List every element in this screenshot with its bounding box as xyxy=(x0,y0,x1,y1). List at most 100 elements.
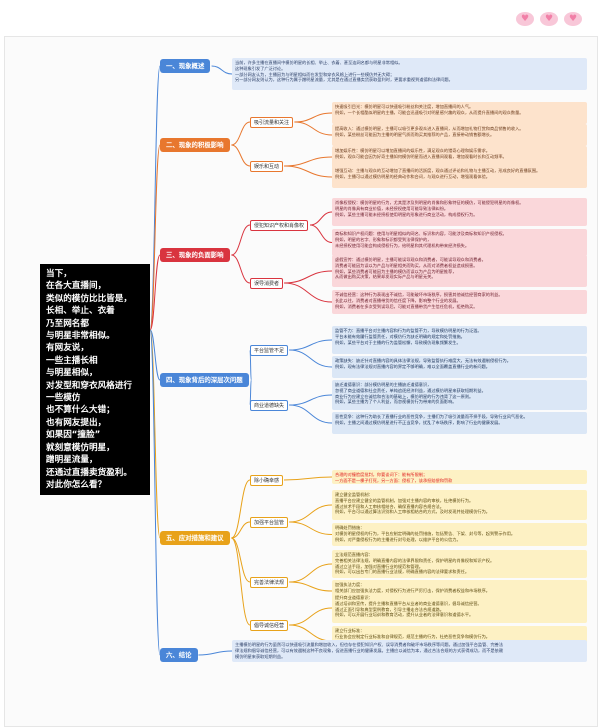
leaf-line: 商业行为应建立在诚信和合法的基础上，模仿明星的行为违背了这一原则。 xyxy=(335,393,474,399)
connector-line xyxy=(231,121,251,146)
leaf-line: 增加娱乐性：模仿明星可以增加直播间的娱乐性，满足观众的猎奇心理和娱乐需求。 xyxy=(335,148,490,153)
leaf-line: 长此以往，消费者对直播带货的信任度下降，影响整个行业的发展。 xyxy=(335,297,461,303)
leaf-line: 这种现象引发了广泛讨论。 xyxy=(235,65,286,71)
leaf-note: 政策缺失：缺乏针对直播内容的具体法律法规，导致监管执行难度大，无法有效遏制侵权行… xyxy=(332,356,587,378)
root-line: 就刻意模仿明星， xyxy=(46,442,115,453)
branch-node: 吸引流量和关注 xyxy=(250,117,294,128)
connector-line xyxy=(149,254,161,331)
leaf-note: 建立健全监管机制：直播平台应建立健全的监管机制，加强对主播内容的审核，杜绝模仿行… xyxy=(332,490,587,520)
leaf-line: 立法规范直播内容： xyxy=(335,552,373,557)
leaf-line: 商标和知识产权问题：使用与明星相似的网名、标识和内容，可能涉及商标和知识产权侵权… xyxy=(335,231,507,236)
leaf-line: 肖像权侵权：模仿明星的行为，尤其是涉及到明星的肖像和形象特征的模仿，可能侵犯明星… xyxy=(335,200,524,205)
leaf-line: 完善相关法律法规，明确直播内容的法律界限和责任，保护明星的肖像权和知识产权。 xyxy=(335,557,495,563)
root-line: 一些主播长相 xyxy=(46,355,98,366)
leaf-line: 例如，观众可能会因为好奇主播如何模仿明星而进入直播间观看，增加观看时长和互动频率… xyxy=(335,153,507,159)
leaf-line: 恶性竞争：这种行为助长了直播行业的恶性竞争，主播们为了吸引流量而不择手段，导致行… xyxy=(335,414,528,419)
leaf-line: 明星的肖像具有商业价值，未经授权使用可能导致法律纠纷。 xyxy=(335,205,449,211)
connector-line xyxy=(231,224,251,256)
leaf-line: 增强互动：主播与观众的互动增加了直播间的活跃度，观众通过评论和礼物与主播互动，形… xyxy=(335,168,541,173)
leaf-line: 对模仿明星侵权的行为，平台应制定明确的处罚措施，包括警告、下架、封号等，起到警示… xyxy=(335,530,516,536)
connector-line xyxy=(149,144,161,331)
leaf-line: 例如，对严重侵权行为的主播进行封号处理，以维护平台的公信力。 xyxy=(335,536,461,542)
leaf-line: 例如，主播可以通过模仿明星的经典动作和台词，与观众进行互动，增强观看体验。 xyxy=(335,173,490,179)
leaf-line: 一方面不是一棵子打死，另一方面：侵权了，该承担赔偿和罚款 xyxy=(335,477,453,483)
leaf-line: 例如，平台可以通过算法识别和人工审核相结合的方式，及时发现并处理模仿行为。 xyxy=(335,509,490,515)
leaf-note: 监管不力：直播平台对主播内容和行为的监管不力，导致模仿明星的行为泛滥。平台未能有… xyxy=(332,326,587,354)
section-node: 六、结论 xyxy=(160,648,198,662)
root-line: 也不算什么大错； xyxy=(46,405,115,416)
branch-node: 除小确幸感 xyxy=(250,475,284,486)
connector-line xyxy=(309,224,333,243)
leaf-note: 快速吸引目光：模仿明星可以快速吸引粉丝和关注度，增加直播间的人气。例如，一个长相… xyxy=(332,102,587,124)
root-line: 对此你怎么看？ xyxy=(46,479,107,490)
branch-node: 娱乐和互动 xyxy=(250,161,284,172)
connector-line xyxy=(309,211,333,226)
leaf-line: 例如，可以开展行业培训和教育活动，提升从业者的法律意识和道德水平。 xyxy=(335,612,474,618)
connector-line xyxy=(289,504,333,523)
leaf-line: 提升商业道德意识： xyxy=(335,595,373,600)
root-line: 如果因“撞脸” xyxy=(46,430,101,441)
leaf-line: 平台未能有效履行监管责任，对模仿行为缺乏明确的规定和处罚措施。 xyxy=(335,333,465,339)
leaf-line: 建立行业标准： xyxy=(335,628,365,633)
leaf-line: 例如，主播之间通过模仿明星进行不正当竞争，扰乱了市场秩序，影响了行业的健康发展。 xyxy=(335,419,503,425)
leaf-line: 通过技术手段和人工审核相结合，确保直播内容合规合法。 xyxy=(335,503,444,509)
connector-line xyxy=(211,65,233,75)
leaf-note: 恶性竞争：这种行为助长了直播行业的恶性竞争，主播们为了吸引流量而不择手段，导致行… xyxy=(332,412,587,434)
root-line: 蹭明星流量， xyxy=(46,455,98,466)
leaf-note: 缺乏道德意识：部分模仿明星的主播缺乏道德意识，忽视了商业道德和社会责任，单纯追逐… xyxy=(332,380,587,410)
root-line: 与明星相似， xyxy=(46,368,98,379)
branch-node: 倡导诚信经营 xyxy=(250,620,289,631)
leaf-line: 例如，现有法律法规对直播内容的界定不够明确，难以全面覆盖直播行业的新问题。 xyxy=(335,363,490,369)
leaf-line: 例如，明星的名字、形象和标识都受到法律保护的， xyxy=(335,236,432,242)
leaf-note: 提高收入：通过模仿明星，主播可以吸引更多观众进入直播间，从而增加礼物打赏和商品销… xyxy=(332,124,587,146)
connector-line xyxy=(294,121,333,136)
leaf-line: 模仿明星来获取短期利益。 xyxy=(235,653,286,659)
leaf-line: 一部分网友认为，主播因为与明星相似而在发型和穿衣风格上进行一些模仿并无大碍； xyxy=(235,71,395,77)
root-line: 类似的模仿比比皆是， xyxy=(46,293,132,304)
leaf-line: 例如，某些消费者可能因为主播的模仿而误以为产品为明星推荐， xyxy=(335,268,457,274)
connector-line xyxy=(231,254,251,284)
leaf-line: 律法规和倡导诚信经营，可以有效遏制这种不良现象，促进直播行业的健康发展。主播应以… xyxy=(235,647,504,653)
root-line: 对发型和穿衣风格进行 xyxy=(46,380,132,391)
leaf-note: 商标和知识产权问题：使用与明星相似的网名、标识和内容，可能涉及商标和知识产权侵权… xyxy=(332,229,587,256)
connector-line xyxy=(231,479,251,539)
connector-line xyxy=(231,521,251,539)
connector-line xyxy=(289,581,333,592)
leaf-line: 建立健全监管机制： xyxy=(335,492,373,497)
leaf-line: 加强执法力度： xyxy=(335,582,365,587)
connector-line xyxy=(283,156,333,167)
root-line: 也有网友提出， xyxy=(46,417,107,428)
leaf-line: 提高收入：通过模仿明星，主播可以吸引更多观众进入直播间，从而增加礼物打赏和商品销… xyxy=(335,126,524,131)
connector-line xyxy=(230,537,251,626)
leaf-note: 提升商业道德意识：通过培训和宣传，提升主播和直播平台从业者的商业道德意识，倡导诚… xyxy=(332,593,587,623)
leaf-line: 通过正面引导和典型案例教育，引导主播走合法合规道路。 xyxy=(335,606,444,612)
root-line: 一些模仿 xyxy=(46,393,81,404)
leaf-line: 缺乏道德意识：部分模仿明星的主播缺乏道德意识， xyxy=(335,382,432,387)
leaf-note: 立法规范直播内容：完善相关法律法规，明确直播内容的法律界限和责任，保护明星的肖像… xyxy=(332,550,587,578)
leaf-line: 通过培训和宣传，提升主播和直播平台从业者的商业道德意识，倡导诚信经营。 xyxy=(335,600,482,606)
heart-icon: ♥ xyxy=(540,12,558,26)
leaf-note: 不诚信经营：这种行为表现出不诚信，可能破坏市场秩序，损害其他诚信经营商家的利益。… xyxy=(332,290,587,314)
section-node: 三、现象的负面影响 xyxy=(160,248,230,262)
leaf-line: 行业协会应制定行业标准和自律规范，规范主播的行为，杜绝恶性竞争和模仿行为。 xyxy=(335,633,490,639)
connector-line xyxy=(289,607,333,626)
connector-line xyxy=(289,521,333,535)
root-line: 与明星非常相似。 xyxy=(46,331,115,342)
connector-line xyxy=(283,476,333,481)
section-node: 四、现象背后的深层次问题 xyxy=(160,373,249,387)
root-topic: 当下，在各大直播间，类似的模仿比比皆是，长相、举止、衣着乃至网名都与明星非常相似… xyxy=(40,264,150,496)
root-line: 有网友说， xyxy=(46,343,89,354)
connector-line xyxy=(294,112,333,123)
connector-line xyxy=(289,339,333,351)
connector-line xyxy=(149,329,161,656)
leaf-line: 相关部门应加强执法力度，对侵权行为进行严厉打击，保护消费者权益和市场秩序。 xyxy=(335,587,490,593)
leaf-line: 例如，一个长相酷似明星的主播，可能会迅速吸引对明星感兴趣的观众，从而提升直播间的… xyxy=(335,109,524,115)
leaf-note: 增加娱乐性：模仿明星可以增加直播间的娱乐性，满足观众的猎奇心理和娱乐需求。例如，… xyxy=(332,146,587,168)
connector-line xyxy=(289,404,333,424)
connector-line xyxy=(289,563,333,583)
leaf-note: 增强互动：主播与观众的互动增加了直播间的活跃度，观众通过评论和礼物与主播互动，形… xyxy=(332,166,587,188)
leaf-line: 未经授权使用可能会构成侵权行为，给明星和其代理机构带来经济损失。 xyxy=(335,242,470,248)
branch-node: 误导消费者 xyxy=(250,278,284,289)
leaf-note: 合理的对撞脸度批判，你要谈词下：能有所限制；一方面不是一棵子打死，另一方面：侵权… xyxy=(332,470,587,484)
leaf-line: 明确处罚措施： xyxy=(335,525,365,530)
